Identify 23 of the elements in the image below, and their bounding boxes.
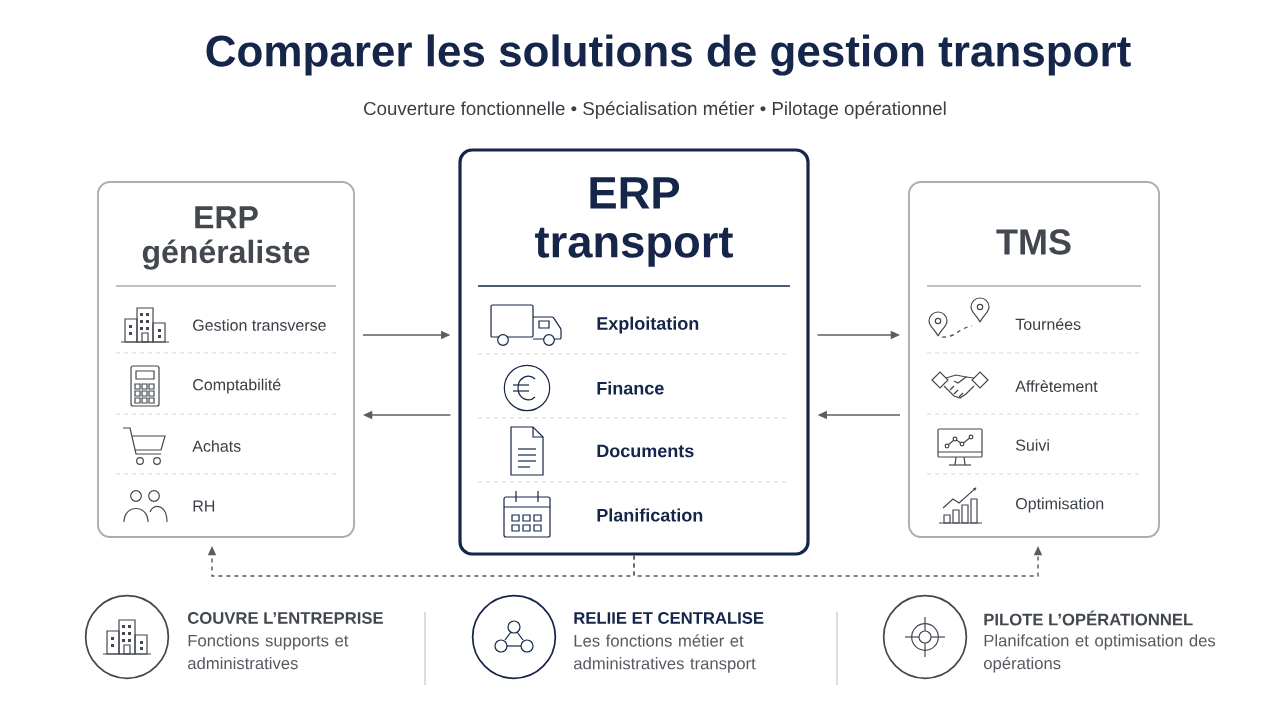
subtitle: Couverture fonctionnelle • Spécialisation métier • Pilotage opérationnel	[364, 101, 946, 119]
feature-description: Fonctions supports et administratives	[188, 634, 349, 670]
item-label: Planification	[597, 508, 703, 522]
feature-heading: PILOTE L’OPÉRATIONNEL	[984, 610, 1193, 626]
item-label: Documents	[597, 444, 694, 458]
item-label: Affrètement	[1015, 380, 1098, 392]
feature-heading: RELIIE ET CENTRALISE	[574, 612, 764, 624]
feature-heading: COUVRE L’ENTREPRISE	[187, 612, 383, 624]
item-label: Optimisation	[1016, 497, 1104, 513]
item-label: Comptabilité	[193, 378, 281, 394]
item-label: Gestion transverse	[193, 319, 326, 331]
card-heading: TMS	[996, 229, 1071, 255]
item-label: RH	[193, 500, 215, 512]
feature-description: Planifcation et optimisation des opérations	[983, 634, 1216, 673]
feature-description: Les fonctions métier et administratives transport	[574, 634, 756, 673]
item-label: Suivi	[1016, 439, 1049, 451]
card-heading: ERP transport	[535, 177, 733, 267]
item-label: Exploitation	[597, 316, 699, 334]
item-label: Tournées	[1015, 318, 1081, 330]
item-label: Finance	[597, 381, 664, 395]
item-label: Achats	[192, 440, 241, 452]
card-heading: ERP généraliste	[142, 206, 310, 270]
title: Comparer les solutions de gestion transport	[206, 34, 1131, 76]
